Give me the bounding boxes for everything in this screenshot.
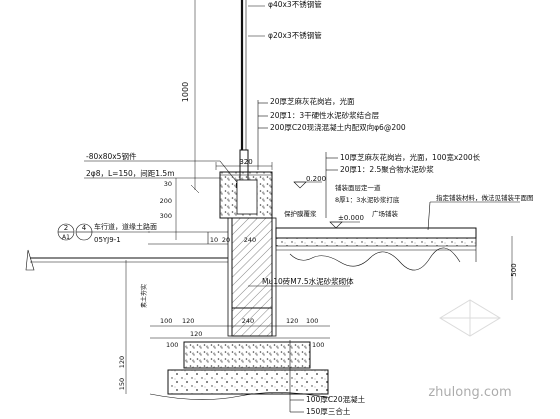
dim-120: 120 <box>118 356 126 368</box>
dim-100-a: 100 <box>160 317 172 325</box>
callout-num2: 4 <box>82 224 87 232</box>
footing <box>149 341 331 400</box>
dim-100-c: 100 <box>166 341 178 349</box>
dim-120-c: 120 <box>190 330 202 338</box>
dim-100-d: 100 <box>312 341 324 349</box>
dim-320-group: 320 <box>215 158 273 170</box>
label-steel-plate: -80x80x5钢件 <box>86 151 137 161</box>
label-right-note: 指定铺装材料，做法见铺装平面图 <box>436 193 534 202</box>
brick-label: Mu10砖M7.5水泥砂浆砌体 <box>248 276 354 287</box>
label-right-1: 10厚芝麻灰花岗岩，光面，100宽x200长 <box>340 152 481 162</box>
lime-soil-base <box>167 369 329 395</box>
dim-150: 150 <box>118 378 126 390</box>
label-layer-1: 20厚芝麻灰花岗岩，光面 <box>270 96 355 106</box>
label-anchor: 2φ8，L=150，间距1.5m <box>86 169 175 178</box>
ground-right <box>275 227 477 271</box>
brick-wall <box>227 217 277 337</box>
label-bottom-1: 100厚C20混凝土 <box>306 394 366 404</box>
label-layer-3: 200厚C20现浇混凝土内配双向φ6@200 <box>270 122 406 132</box>
callout-bubble: 2 A1 4 车行道，道缘土路面 05YJ9-1 <box>57 222 157 244</box>
dim-200: 200 <box>160 197 172 205</box>
dim-rail-height: 1000 <box>181 82 190 102</box>
coping-cap <box>219 171 273 219</box>
left-mark: 素土夯实 <box>140 284 148 308</box>
dim-240-b: 240 <box>242 317 254 325</box>
top-callouts: φ40x3不锈钢管 φ20x3不锈钢管 20厚芝麻灰花岗岩，光面 20厚1：3干… <box>248 0 406 170</box>
elevation-markers: 0.200 ±0.000 广场铺装 保护膜覆浆 <box>284 175 399 229</box>
callout-title: 车行道，道缘土路面 <box>94 222 157 231</box>
watermark: zhulong.com <box>428 299 512 400</box>
label-rail-post: φ20x3不锈钢管 <box>268 30 322 40</box>
label-bottom-2: 150厚三合土 <box>306 406 351 416</box>
label-ground: 广场铺装 <box>372 209 399 218</box>
label-brick: Mu10砖M7.5水泥砂浆砌体 <box>262 276 354 286</box>
label-right-2: 20厚1：2.5聚合物水泥砂浆 <box>340 164 434 174</box>
dim-240: 240 <box>244 236 256 244</box>
label-right-4: 8厚1：3水泥砂浆打底 <box>335 195 400 204</box>
dim-10: 10 <box>210 236 218 244</box>
label-layer-2: 20厚1：3干硬性水泥砂浆结合层 <box>270 110 380 120</box>
concrete-footing <box>183 341 311 369</box>
dim-320: 320 <box>239 158 252 166</box>
label-right-3: 铺装面层定一道 <box>335 183 381 192</box>
label-rail-top: φ40x3不锈钢管 <box>268 0 322 9</box>
callout-sheet: A1 <box>62 234 70 241</box>
callout-ref: 05YJ9-1 <box>94 236 121 244</box>
dim-300: 300 <box>160 212 172 220</box>
elev-000: ±0.000 <box>338 214 364 222</box>
rail-height-dimension: 1000 <box>181 0 200 194</box>
bottom-callouts: 100厚C20混凝土 150厚三合土 <box>289 340 366 416</box>
vertical-dims-right: 500 <box>510 236 518 300</box>
elev-200: 0.200 <box>306 175 326 183</box>
dim-120-b: 120 <box>182 317 194 325</box>
dim-20: 20 <box>222 236 230 244</box>
dim-120-d: 120 <box>286 317 298 325</box>
left-callouts: -80x80x5钢件 2φ8，L=150，间距1.5m <box>84 151 241 187</box>
dim-500: 500 <box>510 263 518 276</box>
ground-left <box>25 231 228 271</box>
dim-100-b: 100 <box>306 317 318 325</box>
vertical-dims-left: 30 200 300 10 20 240 120 150 素土夯实 <box>118 178 256 394</box>
horizontal-dims: 100 120 240 120 100 100 100 120 <box>150 317 330 349</box>
dim-30: 30 <box>164 180 172 188</box>
watermark-text: zhulong.com <box>428 385 511 400</box>
callout-num: 2 <box>64 224 68 232</box>
label-planting: 保护膜覆浆 <box>284 209 317 218</box>
right-callouts: 10厚芝麻灰花岗岩，光面，100宽x200长 20厚1：2.5聚合物水泥砂浆 铺… <box>325 152 481 218</box>
